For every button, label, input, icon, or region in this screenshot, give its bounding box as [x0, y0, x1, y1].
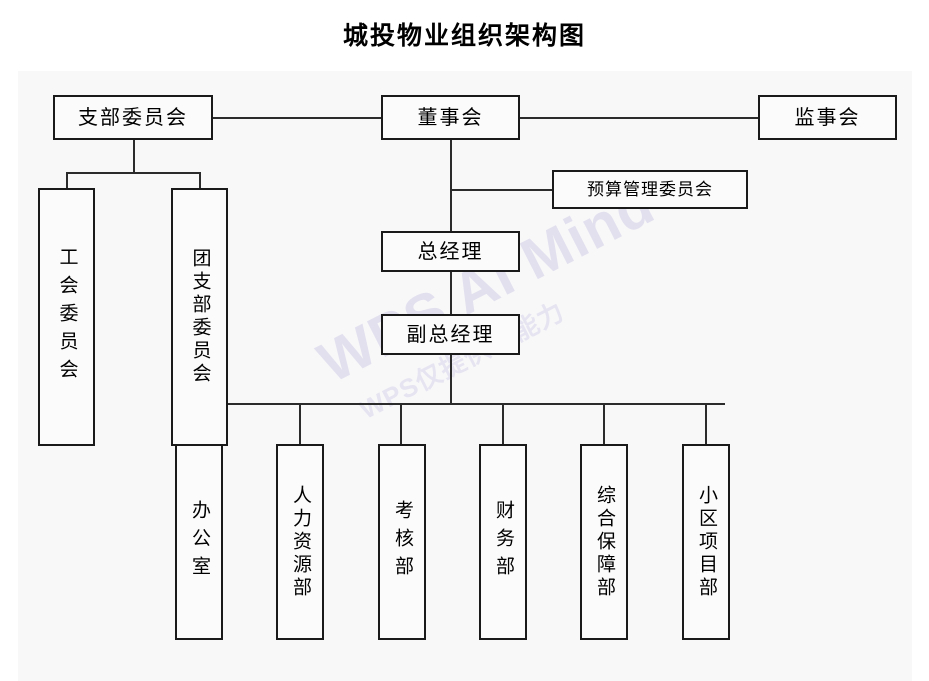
edge-dgm-to-support — [603, 403, 605, 445]
node-comprehensive-support-department-label: 综合保障部 — [594, 484, 615, 600]
node-community-project-department[interactable]: 小区项目部 — [682, 444, 730, 640]
edge-dgm-to-project — [705, 403, 707, 445]
node-budget-committee[interactable]: 预算管理委员会 — [552, 170, 748, 209]
node-union-committee-label: 工会委员会 — [56, 247, 78, 387]
page-title: 城投物业组织架构图 — [342, 23, 586, 50]
node-board-of-supervisors[interactable]: 监事会 — [758, 95, 897, 140]
node-community-project-department-label: 小区项目部 — [696, 484, 717, 600]
node-finance-department-label: 财务部 — [493, 500, 514, 584]
edge-board-to-supervisor — [519, 117, 759, 119]
node-party-committee-label: 支部委员会 — [78, 106, 188, 129]
node-deputy-general-manager-label: 副总经理 — [406, 323, 495, 346]
edge-party-stem — [133, 139, 135, 173]
edge-dgm-to-assess — [400, 403, 402, 445]
node-deputy-general-manager[interactable]: 副总经理 — [381, 314, 520, 355]
node-finance-department[interactable]: 财务部 — [479, 444, 527, 640]
node-league-committee-label: 团支部委员会 — [189, 248, 211, 386]
org-chart-canvas: WPS AI Mind WPS仅提供AI能力 支部委员会 董事会 监事会 预算管… — [18, 71, 912, 681]
node-comprehensive-support-department[interactable]: 综合保障部 — [580, 444, 628, 640]
node-general-manager[interactable]: 总经理 — [381, 231, 520, 272]
edge-board-spine — [450, 139, 452, 232]
edge-party-to-league — [199, 172, 201, 189]
node-assessment-department-label: 考核部 — [392, 500, 413, 584]
edge-department-bus — [198, 403, 725, 405]
node-office[interactable]: 办公室 — [175, 444, 223, 640]
edge-board-to-budget — [450, 189, 553, 191]
edge-party-to-union — [66, 172, 68, 189]
node-board-of-supervisors-label: 监事会 — [794, 106, 861, 129]
node-human-resources-label: 人力资源部 — [290, 484, 311, 600]
edge-gm-to-dgm — [450, 271, 452, 315]
edge-party-bus — [66, 172, 201, 174]
edge-party-to-board — [201, 117, 381, 119]
edge-dgm-to-hr — [299, 403, 301, 445]
node-human-resources[interactable]: 人力资源部 — [276, 444, 324, 640]
node-league-committee[interactable]: 团支部委员会 — [171, 188, 228, 446]
edge-dgm-stem — [450, 354, 452, 404]
node-union-committee[interactable]: 工会委员会 — [38, 188, 95, 446]
node-general-manager-label: 总经理 — [417, 240, 484, 263]
node-assessment-department[interactable]: 考核部 — [378, 444, 426, 640]
edge-dgm-to-finance — [502, 403, 504, 445]
node-party-committee[interactable]: 支部委员会 — [53, 95, 213, 140]
node-budget-committee-label: 预算管理委员会 — [587, 179, 713, 199]
node-board-of-directors-label: 董事会 — [417, 106, 484, 129]
node-office-label: 办公室 — [189, 500, 210, 584]
node-board-of-directors[interactable]: 董事会 — [381, 95, 520, 140]
